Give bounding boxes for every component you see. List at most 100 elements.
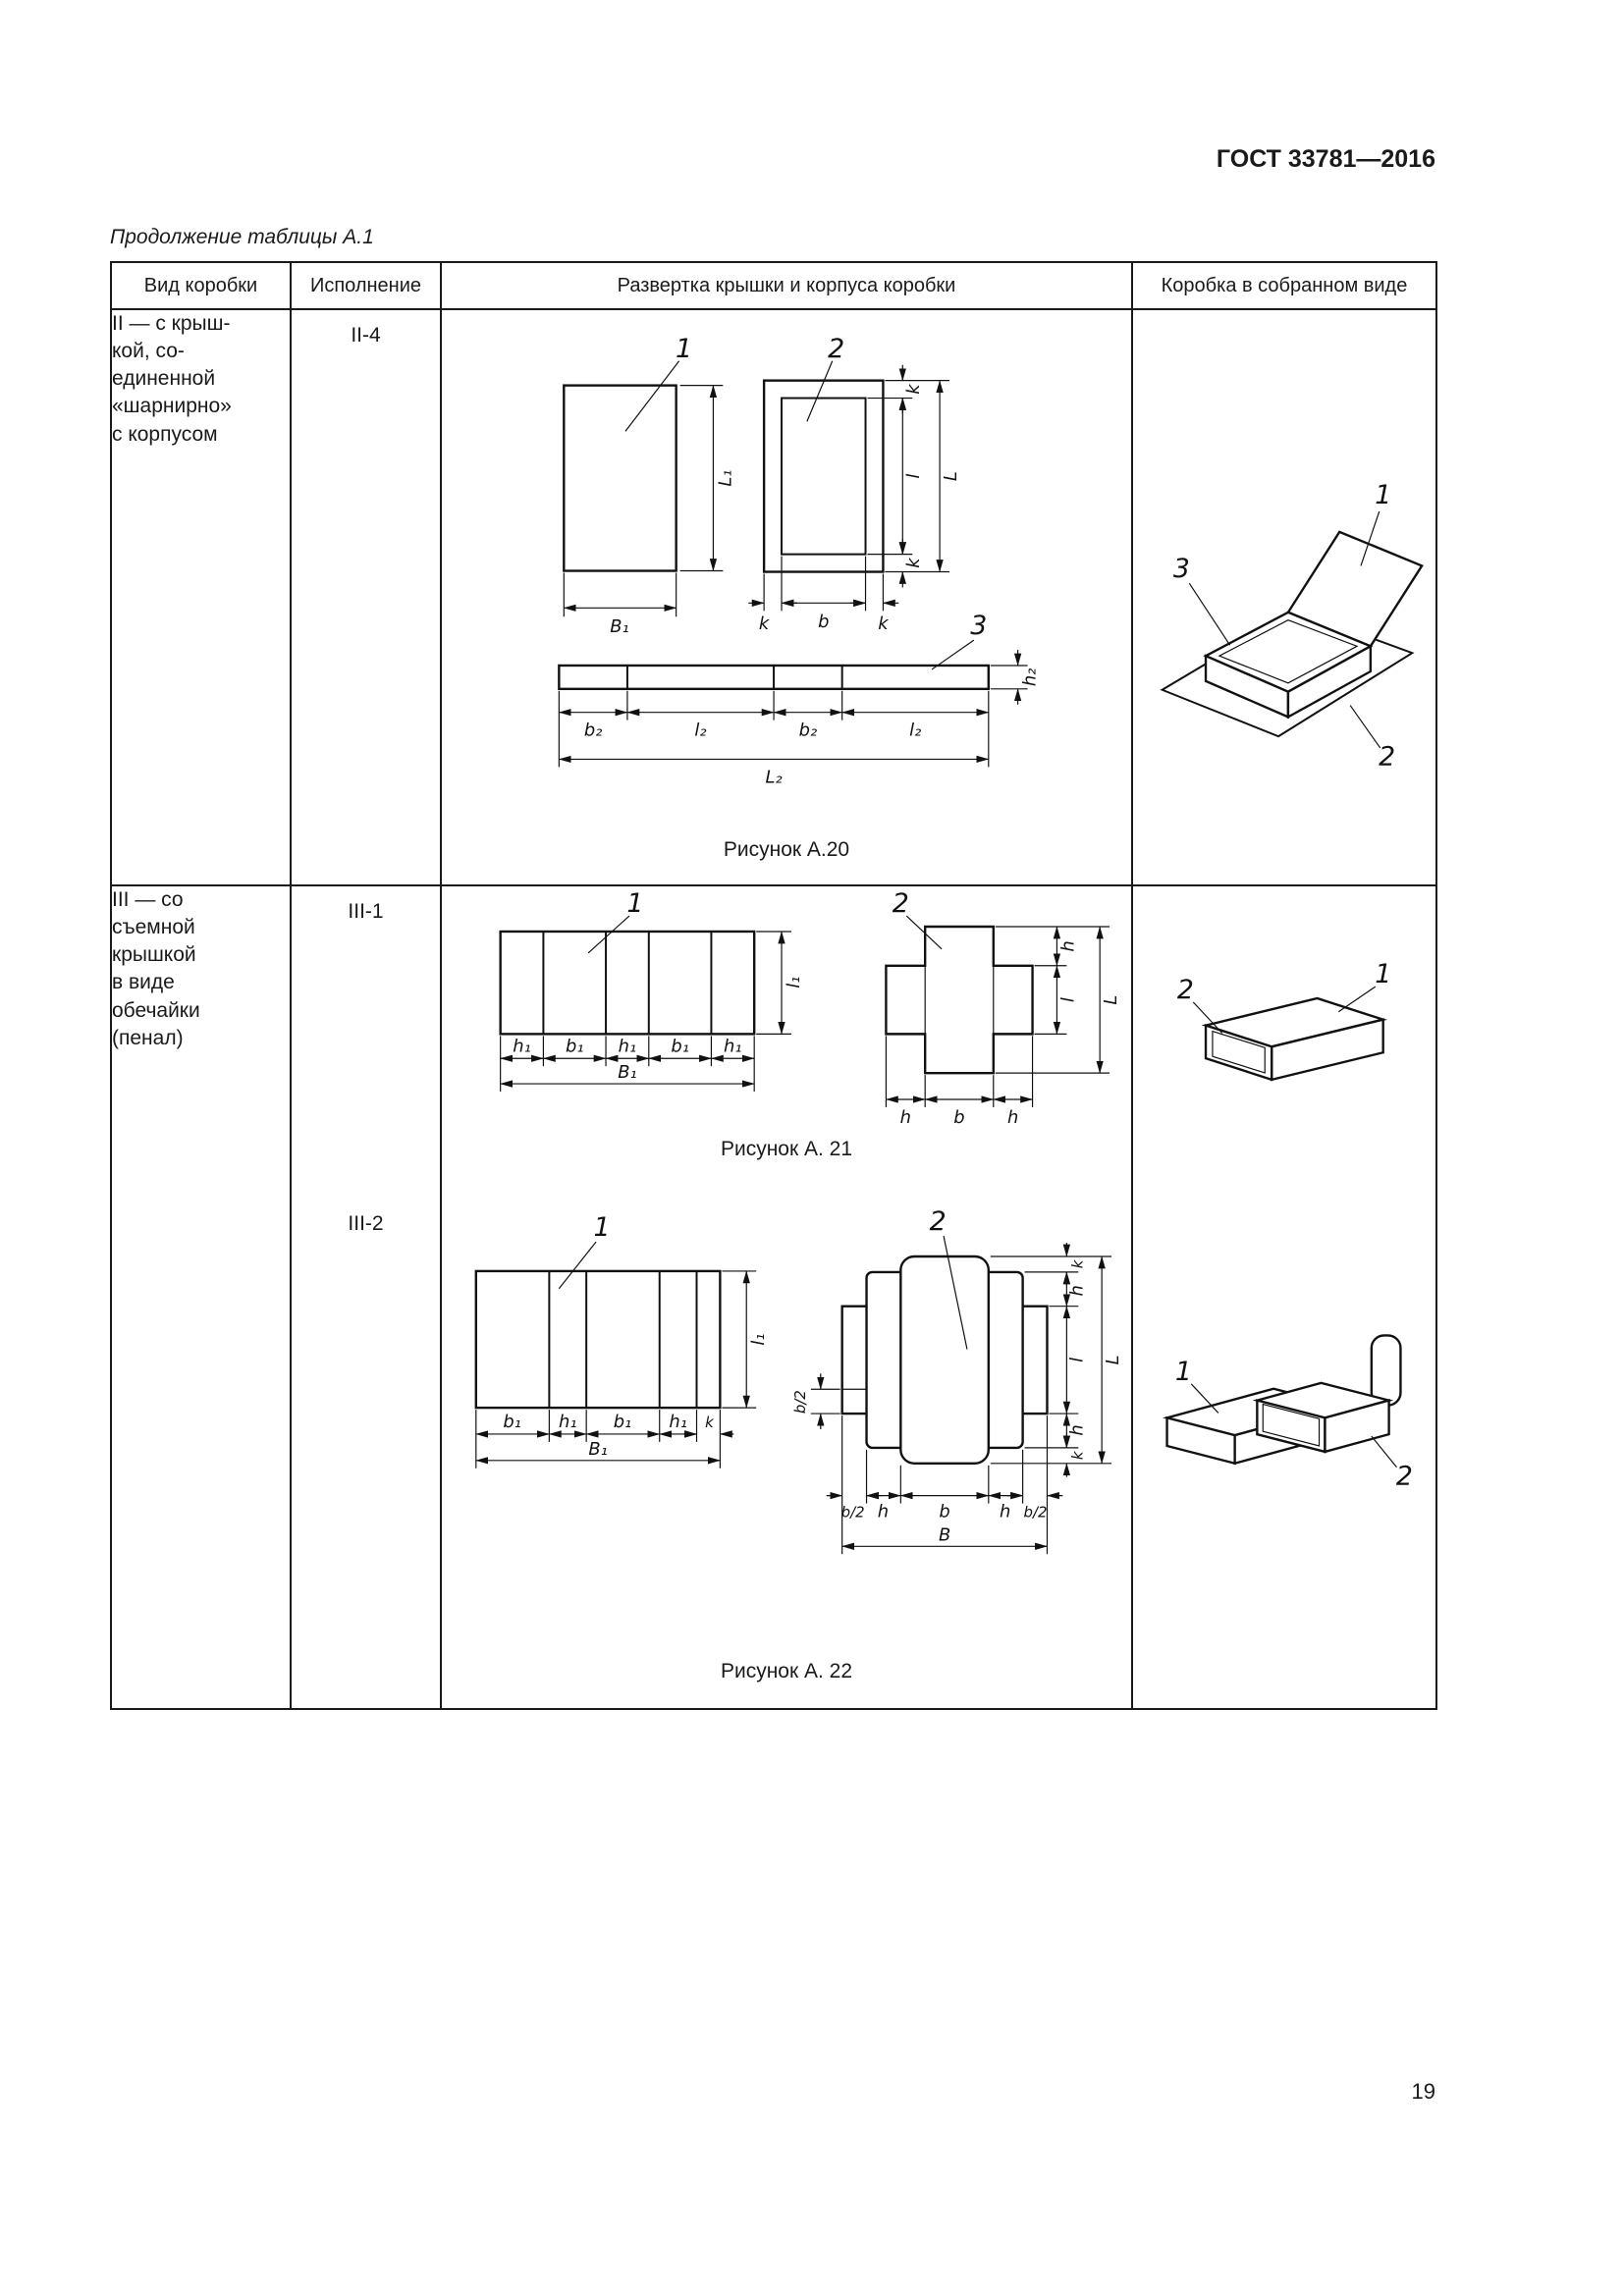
dim-label: B₁ [618,1062,636,1083]
dim-label: h [1057,940,1078,951]
dim-label: h [1007,1107,1018,1128]
dim-label: l₁ [748,1333,769,1345]
dim-label: b/2 [841,1503,865,1521]
part-label: 2 [1177,975,1194,1005]
dim-label: B₁ [588,1439,607,1460]
execution-label-iii1: III-1 [348,900,384,923]
part-label: 2 [1379,742,1395,773]
column-header-assembled: Коробка в собранном виде [1131,261,1437,310]
part-label: 1 [1175,1357,1192,1387]
dim-label: h [878,1501,889,1522]
dim-label: b₁ [614,1412,632,1432]
dim-label: B [939,1524,950,1545]
dim-label: b [953,1107,964,1128]
dim-label: h [900,1107,911,1128]
dim-label: k [759,614,770,634]
dim-label: L₂ [766,767,783,787]
figure-a21-caption: Рисунок А. 21 [720,1138,853,1160]
dim-label: k [903,384,924,395]
assembled-cell-ii4: 1 3 2 [1131,308,1437,886]
part-label: 3 [1173,554,1190,584]
dim-label: b [818,612,829,632]
column-header-development: Развертка крышки и корпуса коробки [440,261,1133,310]
dim-label: L [941,471,961,481]
development-cell-iii: 1 l₁ [440,884,1133,1710]
part-label: 2 [828,334,844,364]
dim-label: B₁ [610,616,628,637]
dim-label: l [903,474,924,479]
assembled-box-ii4: 1 3 2 [1160,480,1424,773]
dim-label: b/2 [1024,1503,1048,1521]
assembled-cell-iii: 1 2 [1131,884,1437,1710]
part-label: 1 [676,334,692,364]
column-header-execution: Исполнение [290,261,442,310]
execution-cell-iii: III-1 III-2 [290,884,442,1710]
sleeve-blank-drawing: 1 l₁ [499,892,804,1093]
part-label: 2 [1396,1461,1413,1491]
dim-label: h₁ [724,1036,742,1056]
dim-label: L [1101,995,1121,1005]
dim-label: l₂ [909,721,921,741]
dim-label: l₁ [784,977,804,988]
dim-label: L [1103,1355,1123,1364]
part-label: 2 [930,1206,947,1237]
assembled-box-iii2: 1 2 [1162,1334,1413,1491]
dim-label: l [1057,997,1078,1002]
dim-label: h [1066,1285,1087,1296]
tray-blank-drawing: 1 l₁ [474,1212,769,1468]
lid-blank-drawing: 1 L₁ B₁ [563,334,735,637]
body-blank-drawing: 2 k l k [748,334,961,634]
dim-label: l₂ [694,721,706,741]
page-number: 19 [1411,2079,1435,2104]
part-label: 1 [626,892,643,919]
dim-label: k [705,1414,715,1431]
dim-label: k [878,614,889,634]
development-cell-ii4: 1 L₁ B₁ [440,308,1133,886]
dim-label: h [1000,1501,1010,1522]
document-number: ГОСТ 33781—2016 [1216,145,1435,173]
execution-label-ii4: II-4 [351,324,381,347]
figure-a21-development-drawing: 1 l₁ [499,892,1121,1128]
table-row-type-ii: II — с крыш- кой, со- единенной «шарнирн… [110,308,1437,886]
execution-label-iii2: III-2 [348,1212,384,1235]
dim-label: b₁ [503,1412,521,1432]
column-header-box-type: Вид коробки [110,261,292,310]
dim-label: b₂ [799,721,818,741]
assembled-box-iii1: 1 2 [1177,959,1391,1082]
figure-a21-a22-assembled-drawings: 1 2 [1162,959,1413,1491]
dim-label: b [939,1501,949,1522]
table-row-type-iii: III — со съемной крышкой в виде обечайки… [110,884,1437,1710]
part-label: 3 [970,611,987,641]
dim-label: h₁ [559,1412,577,1432]
box-type-ii-description: II — с крыш- кой, со- единенной «шарнирн… [110,308,292,886]
dim-label: k [903,558,924,568]
part-label: 1 [1375,959,1391,989]
dim-label: h₁ [619,1036,637,1056]
part-label: 2 [893,892,909,919]
dim-label: L₁ [715,470,735,487]
figure-a20-development-drawing: 1 L₁ B₁ [558,334,1041,787]
strip-blank-drawing: 3 h₂ [558,611,1041,787]
box-types-table: Вид коробки Исполнение Развертка крышки … [110,261,1437,1710]
dim-label: b₁ [566,1036,584,1056]
box-type-iii-description: III — со съемной крышкой в виде обечайки… [110,884,292,1710]
figure-a22-caption: Рисунок А. 22 [720,1660,853,1682]
dim-label: h₂ [1020,668,1041,687]
execution-cell-ii: II-4 [290,308,442,886]
dim-label: b/2 [791,1390,809,1414]
figure-a20-caption: Рисунок А.20 [723,838,850,861]
dim-label: k [1068,1258,1086,1268]
cover-blank-drawing: 2 h l L [885,892,1121,1128]
dim-label: b₂ [584,721,603,741]
part-label: 1 [594,1212,611,1243]
dim-label: h₁ [513,1036,531,1056]
dim-label: h₁ [669,1412,687,1432]
dim-label: l [1066,1358,1087,1362]
table-continuation-caption: Продолжение таблицы А.1 [110,226,374,248]
cover-blank-rounded-drawing: 2 b/2 [791,1206,1123,1555]
dim-label: b₁ [671,1036,689,1056]
dim-label: h [1066,1424,1087,1435]
figure-a22-development-drawing: 1 l₁ [474,1206,1123,1555]
part-label: 1 [1375,480,1391,510]
